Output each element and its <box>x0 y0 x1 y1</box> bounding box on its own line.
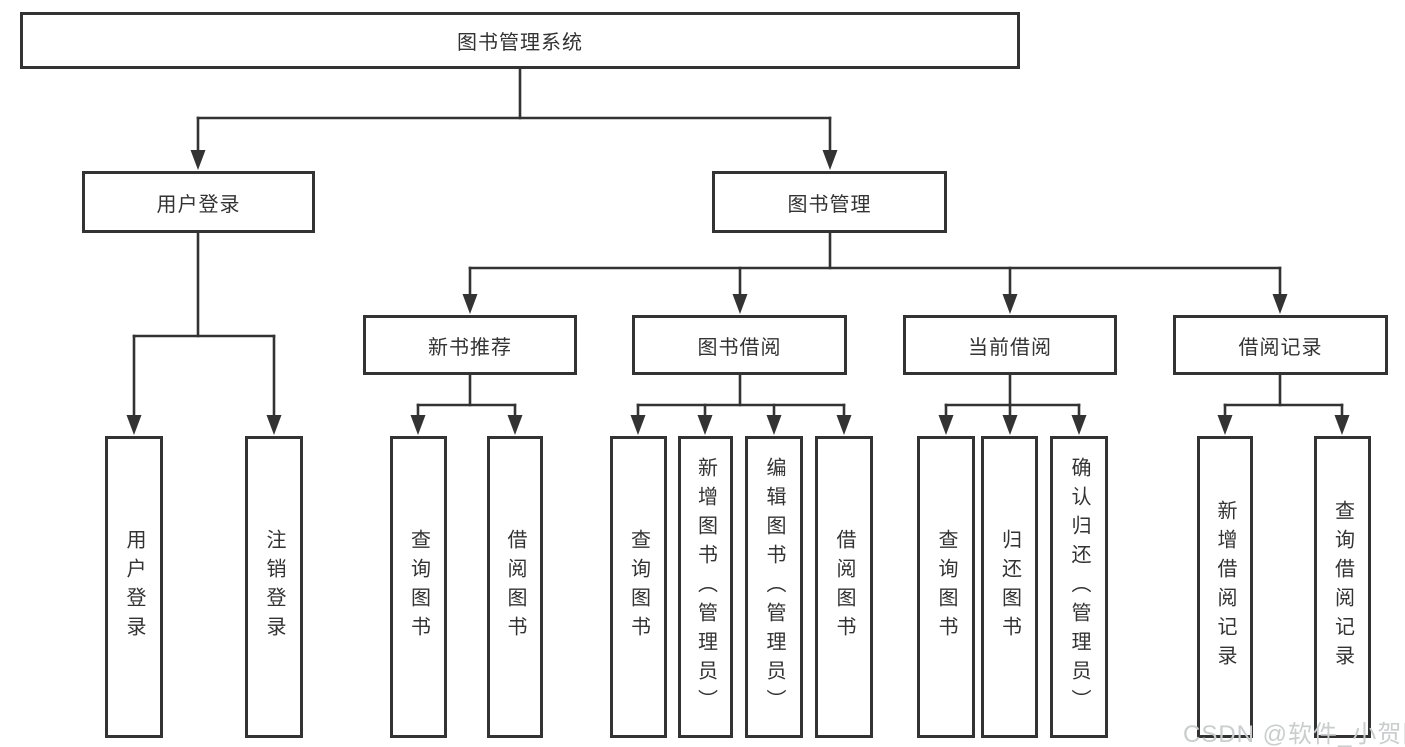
leaf-borrow-books: 借阅图书 <box>815 436 873 738</box>
leaf-return-books: 归还图书 <box>981 436 1038 738</box>
node-book-borrowing: 图书借阅 <box>632 315 847 375</box>
node-user-login: 用户登录 <box>82 171 315 233</box>
leaf-query-books-borrow: 查询图书 <box>610 436 667 738</box>
leaf-confirm-return-admin: 确认归还（管理员） <box>1050 436 1108 738</box>
leaf-user-login: 用户登录 <box>105 436 163 738</box>
csdn-watermark: CSDN @软件_小贺同学 <box>1183 721 1405 747</box>
leaf-logout: 注销登录 <box>245 436 303 738</box>
leaf-query-books-recommend: 查询图书 <box>390 436 447 738</box>
node-library-management-system: 图书管理系统 <box>20 12 1020 69</box>
leaf-add-borrow-record: 新增借阅记录 <box>1197 436 1253 738</box>
leaf-query-books-current: 查询图书 <box>917 436 975 738</box>
node-book-management: 图书管理 <box>712 171 947 233</box>
leaf-add-books-admin: 新增图书（管理员） <box>678 436 733 738</box>
leaf-query-borrow-record: 查询借阅记录 <box>1314 436 1371 738</box>
leaf-borrow-books-recommend: 借阅图书 <box>487 436 543 738</box>
leaf-edit-books-admin: 编辑图书（管理员） <box>745 436 803 738</box>
node-current-borrowing: 当前借阅 <box>903 315 1117 375</box>
node-borrowing-records: 借阅记录 <box>1173 315 1388 375</box>
node-new-book-recommendation: 新书推荐 <box>363 315 577 375</box>
